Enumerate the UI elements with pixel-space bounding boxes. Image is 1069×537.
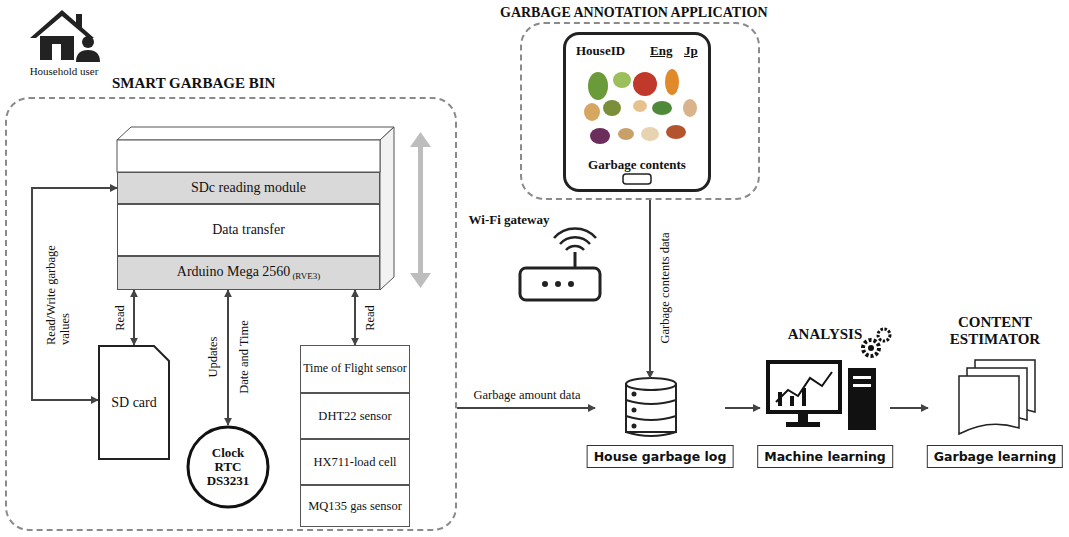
edge-label: Read bbox=[363, 305, 377, 331]
node-icon: CONTENT ESTIMATOR Garbage learning bbox=[928, 314, 1062, 468]
box-label: Data transfer bbox=[212, 222, 285, 238]
node-region: SMART GARBAGE BINSDc reading moduleData … bbox=[5, 97, 457, 531]
connector bbox=[725, 407, 760, 409]
vegetable-picture bbox=[584, 69, 697, 144]
section-heading: CONTENT ESTIMATOR bbox=[928, 314, 1062, 347]
caption-box: House garbage log bbox=[587, 445, 734, 468]
sd-card-shape bbox=[99, 346, 169, 459]
connector bbox=[890, 407, 928, 409]
free-label: Date and Time bbox=[237, 320, 251, 394]
connector bbox=[457, 407, 595, 409]
box-label: DHT22 sensor bbox=[318, 409, 391, 423]
node-phone: HouseID Eng JpGarbage contents bbox=[563, 32, 711, 192]
box-label: SDc reading module bbox=[191, 180, 306, 196]
app-text: Jp bbox=[684, 43, 698, 59]
connector bbox=[227, 290, 229, 425]
stack-box bbox=[117, 127, 394, 290]
box-label: Arduino Mega 2560 bbox=[177, 264, 291, 279]
label-row: Arduino Mega 2560(RVE3) bbox=[177, 264, 320, 281]
house-icon bbox=[30, 10, 100, 62]
database-icon bbox=[626, 378, 676, 436]
node-arduino: Arduino Mega 2560(RVE3) bbox=[117, 256, 380, 290]
lift-arrow bbox=[410, 132, 431, 288]
free-label: Wi-Fi gateway bbox=[469, 213, 550, 228]
node-region: GARBAGE ANNOTATION APPLICATIONHouseIDEng… bbox=[520, 22, 760, 200]
region-heading: SMART GARBAGE BIN bbox=[112, 75, 275, 92]
connector bbox=[649, 200, 651, 378]
box-label: HX711-load cell bbox=[313, 455, 396, 469]
caption-box: Machine learning bbox=[757, 445, 893, 468]
documents-icon bbox=[959, 360, 1035, 434]
node-box: MQ135 gas sensor bbox=[300, 485, 410, 527]
node-box: HX711-load cell bbox=[300, 439, 410, 485]
box-label: Time of Flight sensor bbox=[303, 362, 407, 376]
node-icon: House garbage log bbox=[595, 378, 725, 468]
edge-label: Garbage contents data bbox=[658, 232, 672, 343]
caption-box: Garbage learning bbox=[927, 445, 1063, 468]
connector bbox=[354, 290, 356, 345]
edge-label: Read bbox=[113, 305, 127, 331]
edge-label: Read/Write garbage values bbox=[44, 245, 73, 345]
app-text: Garbage contents bbox=[566, 157, 708, 173]
router-icon bbox=[520, 229, 600, 300]
home-button bbox=[623, 174, 651, 184]
node-box: DHT22 sensor bbox=[300, 393, 410, 439]
edge-label: Updates bbox=[206, 337, 220, 378]
node-box: Time of Flight sensor bbox=[300, 345, 410, 393]
box-label: MQ135 gas sensor bbox=[308, 499, 402, 513]
app-text: Eng bbox=[650, 43, 672, 59]
edge-label: Garbage amount data bbox=[474, 388, 581, 402]
region-heading: GARBAGE ANNOTATION APPLICATION bbox=[500, 5, 768, 21]
node-circle: Clock RTC DS3231 bbox=[186, 425, 270, 509]
computer-icon bbox=[768, 329, 890, 430]
node-sd: SD card bbox=[98, 345, 170, 460]
box-subscript: (RVE3) bbox=[292, 271, 320, 281]
app-text: HouseID bbox=[576, 43, 625, 59]
shape-label: SD card bbox=[111, 395, 157, 411]
clock-circle bbox=[188, 427, 268, 507]
free-label: Household user bbox=[30, 65, 99, 78]
section-heading: ANALYSIS bbox=[760, 326, 890, 343]
connector bbox=[133, 290, 135, 345]
node-box: Data transfer bbox=[117, 204, 380, 256]
node-icon: ANALYSIS Machine learning bbox=[760, 326, 890, 468]
shape-label: Clock RTC DS3231 bbox=[200, 446, 256, 489]
node-box: SDc reading module bbox=[117, 172, 380, 204]
